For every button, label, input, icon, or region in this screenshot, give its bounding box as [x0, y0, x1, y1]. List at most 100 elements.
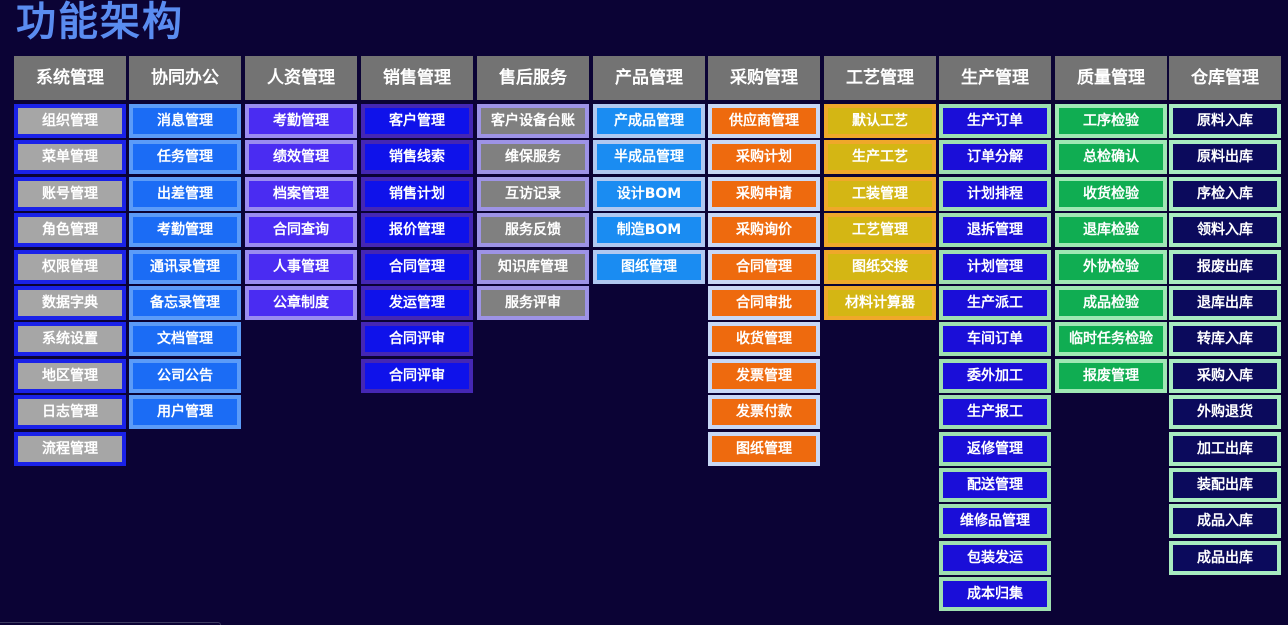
module-item[interactable]: 维保服务: [477, 140, 589, 175]
module-item[interactable]: 客户设备台账: [477, 104, 589, 138]
module-item[interactable]: 备忘录管理: [129, 286, 241, 320]
module-item[interactable]: 成品入库: [1169, 504, 1281, 539]
module-item[interactable]: 设计BOM: [593, 176, 705, 211]
module-item[interactable]: 任务管理: [129, 140, 241, 175]
module-item[interactable]: 采购询价: [708, 213, 820, 248]
module-item[interactable]: 系统设置: [14, 322, 126, 357]
module-item[interactable]: 合同查询: [245, 213, 357, 248]
module-item[interactable]: 档案管理: [245, 176, 357, 211]
module-item[interactable]: 退拆管理: [939, 213, 1051, 248]
module-item[interactable]: 原料入库: [1169, 104, 1281, 138]
module-item[interactable]: 日志管理: [14, 395, 126, 430]
module-item[interactable]: 地区管理: [14, 358, 126, 393]
module-item[interactable]: 合同管理: [708, 249, 820, 284]
column-header[interactable]: 售后服务: [477, 56, 589, 100]
module-item[interactable]: 计划管理: [939, 249, 1051, 284]
module-item[interactable]: 数据字典: [14, 286, 126, 320]
module-item[interactable]: 人事管理: [245, 249, 357, 284]
module-item[interactable]: 临时任务检验: [1055, 322, 1167, 357]
module-item[interactable]: 菜单管理: [14, 140, 126, 175]
module-item[interactable]: 文档管理: [129, 322, 241, 357]
column-header[interactable]: 采购管理: [708, 56, 820, 100]
column-header[interactable]: 工艺管理: [824, 56, 936, 100]
module-item[interactable]: 转库入库: [1169, 322, 1281, 357]
module-item[interactable]: 外购退货: [1169, 395, 1281, 430]
module-item[interactable]: 考勤管理: [129, 213, 241, 248]
module-item[interactable]: 工装管理: [824, 176, 936, 211]
module-item[interactable]: 发票管理: [708, 358, 820, 393]
module-item[interactable]: 成品检验: [1055, 286, 1167, 320]
module-item[interactable]: 退库检验: [1055, 213, 1167, 248]
module-item[interactable]: 配送管理: [939, 468, 1051, 502]
module-item[interactable]: 委外加工: [939, 358, 1051, 393]
module-item[interactable]: 半成品管理: [593, 140, 705, 175]
module-item[interactable]: 账号管理: [14, 176, 126, 211]
module-item[interactable]: 成本归集: [939, 577, 1051, 612]
column-header[interactable]: 人资管理: [245, 56, 357, 100]
module-item[interactable]: 权限管理: [14, 249, 126, 284]
module-item[interactable]: 考勤管理: [245, 104, 357, 138]
module-item[interactable]: 消息管理: [129, 104, 241, 138]
module-item[interactable]: 领料入库: [1169, 213, 1281, 248]
column-header[interactable]: 质量管理: [1055, 56, 1167, 100]
module-item[interactable]: 用户管理: [129, 395, 241, 430]
module-item[interactable]: 发运管理: [361, 286, 473, 320]
module-item[interactable]: 合同评审: [361, 358, 473, 393]
column-header[interactable]: 销售管理: [361, 56, 473, 100]
module-item[interactable]: 服务评审: [477, 286, 589, 320]
module-item[interactable]: 工序检验: [1055, 104, 1167, 138]
module-item[interactable]: 生产订单: [939, 104, 1051, 138]
module-item[interactable]: 销售计划: [361, 176, 473, 211]
module-item[interactable]: 生产派工: [939, 286, 1051, 320]
module-item[interactable]: 收货管理: [708, 322, 820, 357]
module-item[interactable]: 采购申请: [708, 176, 820, 211]
column-header[interactable]: 仓库管理: [1169, 56, 1281, 100]
module-item[interactable]: 报价管理: [361, 213, 473, 248]
module-item[interactable]: 采购计划: [708, 140, 820, 175]
module-item[interactable]: 车间订单: [939, 322, 1051, 357]
column-header[interactable]: 产品管理: [593, 56, 705, 100]
module-item[interactable]: 出差管理: [129, 176, 241, 211]
module-item[interactable]: 默认工艺: [824, 104, 936, 138]
module-item[interactable]: 维修品管理: [939, 504, 1051, 539]
module-item[interactable]: 通讯录管理: [129, 249, 241, 284]
module-item[interactable]: 生产报工: [939, 395, 1051, 430]
module-item[interactable]: 外协检验: [1055, 249, 1167, 284]
module-item[interactable]: 收货检验: [1055, 176, 1167, 211]
module-item[interactable]: 供应商管理: [708, 104, 820, 138]
column-header[interactable]: 生产管理: [939, 56, 1051, 100]
module-item[interactable]: 返修管理: [939, 431, 1051, 466]
module-item[interactable]: 报废管理: [1055, 358, 1167, 393]
column-header[interactable]: 系统管理: [14, 56, 126, 100]
module-item[interactable]: 制造BOM: [593, 213, 705, 248]
module-item[interactable]: 材料计算器: [824, 286, 936, 320]
column-header[interactable]: 协同办公: [129, 56, 241, 100]
module-item[interactable]: 报废出库: [1169, 249, 1281, 284]
module-item[interactable]: 发票付款: [708, 395, 820, 430]
module-item[interactable]: 图纸交接: [824, 249, 936, 284]
module-item[interactable]: 装配出库: [1169, 468, 1281, 502]
module-item[interactable]: 绩效管理: [245, 140, 357, 175]
module-item[interactable]: 组织管理: [14, 104, 126, 138]
module-item[interactable]: 生产工艺: [824, 140, 936, 175]
module-item[interactable]: 包装发运: [939, 540, 1051, 575]
module-item[interactable]: 合同评审: [361, 322, 473, 357]
module-item[interactable]: 退库出库: [1169, 286, 1281, 320]
module-item[interactable]: 原料出库: [1169, 140, 1281, 175]
module-item[interactable]: 订单分解: [939, 140, 1051, 175]
module-item[interactable]: 产成品管理: [593, 104, 705, 138]
module-item[interactable]: 公章制度: [245, 286, 357, 320]
module-item[interactable]: 序检入库: [1169, 176, 1281, 211]
module-item[interactable]: 计划排程: [939, 176, 1051, 211]
module-item[interactable]: 知识库管理: [477, 249, 589, 284]
module-item[interactable]: 总检确认: [1055, 140, 1167, 175]
module-item[interactable]: 流程管理: [14, 431, 126, 466]
module-item[interactable]: 角色管理: [14, 213, 126, 248]
module-item[interactable]: 公司公告: [129, 358, 241, 393]
module-item[interactable]: 合同管理: [361, 249, 473, 284]
module-item[interactable]: 销售线索: [361, 140, 473, 175]
module-item[interactable]: 图纸管理: [593, 249, 705, 284]
module-item[interactable]: 工艺管理: [824, 213, 936, 248]
module-item[interactable]: 图纸管理: [708, 431, 820, 466]
module-item[interactable]: 成品出库: [1169, 540, 1281, 575]
